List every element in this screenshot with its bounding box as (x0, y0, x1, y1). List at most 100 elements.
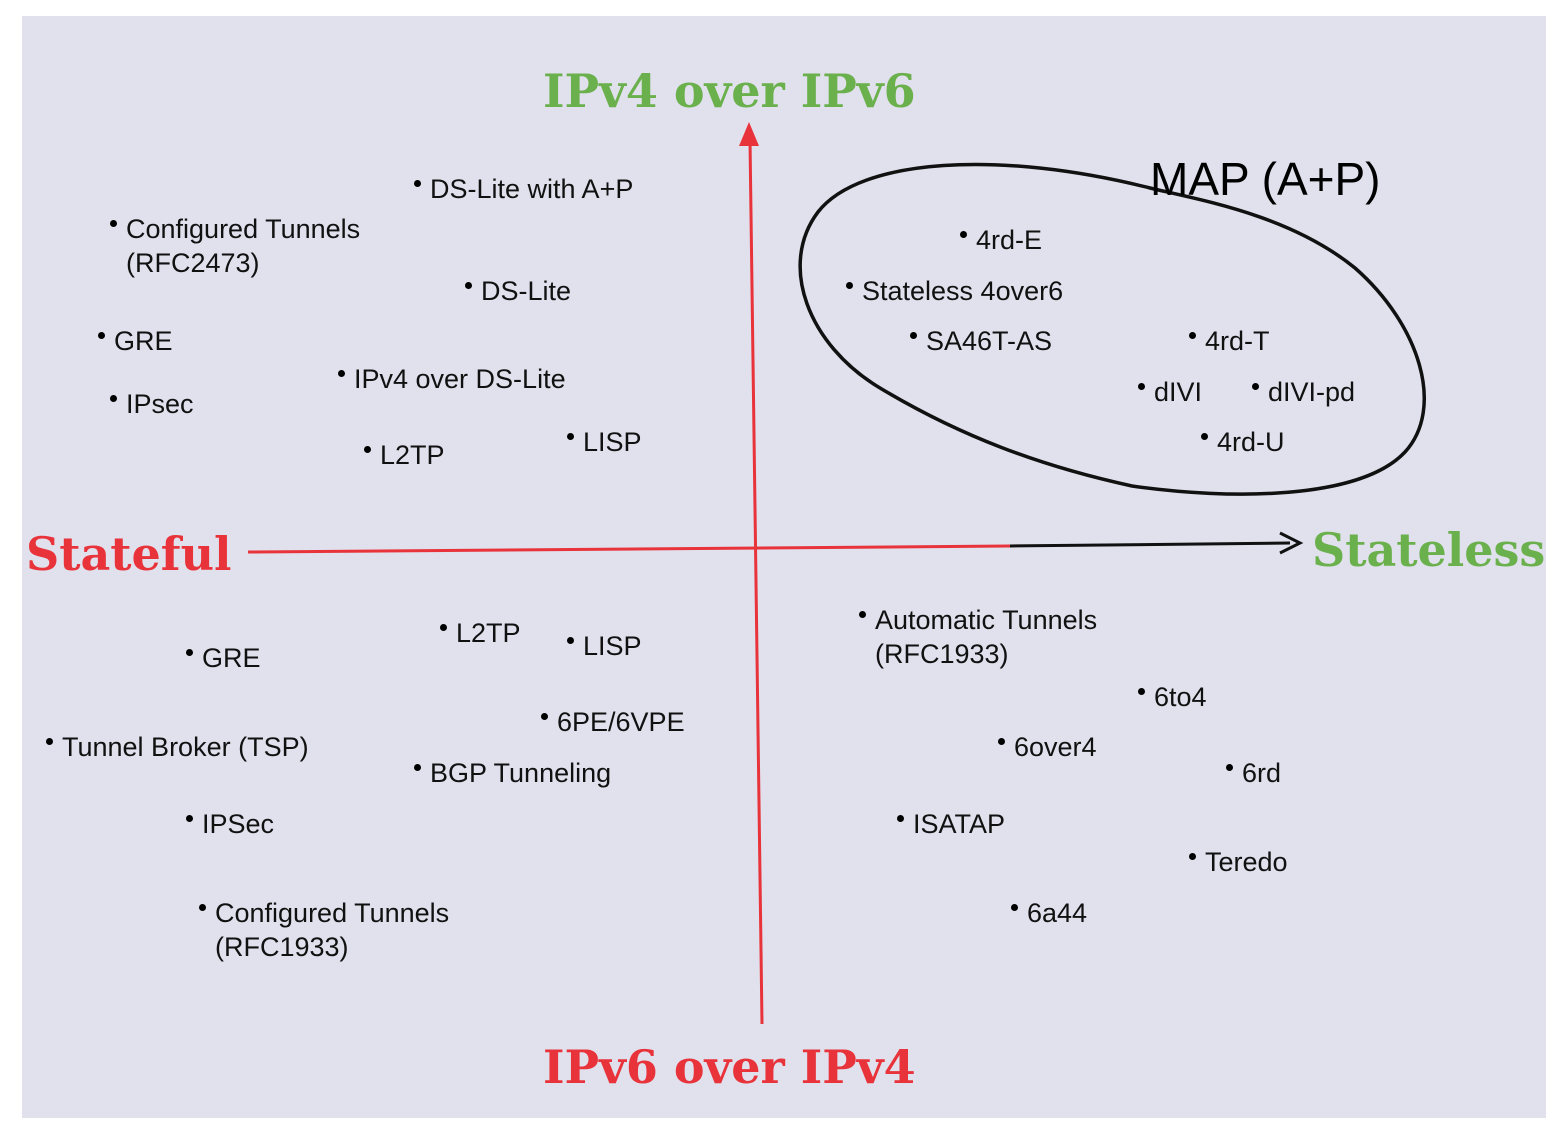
bullet-icon (1189, 853, 1196, 860)
bullet-icon (98, 332, 105, 339)
item-label: Stateless 4over6 (862, 276, 1064, 306)
item-configured-tunnels-rfc1933: Configured Tunnels(RFC1933) (199, 896, 449, 964)
bullet-icon (414, 180, 421, 187)
item-isatap: ISATAP (897, 807, 1005, 841)
bullet-icon (1226, 764, 1233, 771)
item-automatic-tunnels-rfc1933: Automatic Tunnels(RFC1933) (859, 603, 1097, 671)
item-label: 6rd (1242, 758, 1282, 788)
bullet-icon (110, 220, 117, 227)
item-tunnel-broker-tsp: Tunnel Broker (TSP) (46, 730, 309, 764)
axis-label-right: Stateless (1312, 523, 1546, 577)
bullet-icon (897, 815, 904, 822)
bullet-icon (1189, 332, 1196, 339)
item-label: Configured Tunnels(RFC2473) (126, 214, 361, 278)
item-l2tp: L2TP (364, 438, 445, 472)
item-label: IPSec (202, 809, 275, 839)
item-gre-bottom: GRE (186, 641, 261, 675)
item-4rd-u: 4rd-U (1201, 425, 1285, 459)
bullet-icon (440, 624, 447, 631)
axis-label-bottom: IPv6 over IPv4 (543, 1040, 916, 1094)
item-label: Configured Tunnels(RFC1933) (215, 898, 450, 962)
bullet-icon (846, 282, 853, 289)
bullet-icon (910, 332, 917, 339)
item-label: LISP (583, 631, 642, 661)
item-4rd-e: 4rd-E (960, 223, 1042, 257)
item-6to4: 6to4 (1138, 680, 1207, 714)
bullet-icon (199, 904, 206, 911)
item-label: BGP Tunneling (430, 758, 612, 788)
item-label: LISP (583, 427, 642, 457)
bullet-icon (186, 815, 193, 822)
bullet-icon (1138, 383, 1145, 390)
item-label: L2TP (380, 440, 445, 470)
item-label: DS-Lite with A+P (430, 174, 634, 204)
item-label: 6PE/6VPE (557, 707, 685, 737)
item-label: SA46T-AS (926, 326, 1053, 356)
item-6over4: 6over4 (998, 730, 1097, 764)
item-label: 6over4 (1014, 732, 1097, 762)
item-bgp-tunneling: BGP Tunneling (414, 756, 611, 790)
bullet-icon (1201, 433, 1208, 440)
vertical-arrowhead (739, 122, 759, 146)
map-group-title: MAP (A+P) (1150, 153, 1381, 205)
axis-label-top: IPv4 over IPv6 (543, 64, 916, 118)
item-label: dIVI-pd (1268, 377, 1356, 407)
item-label: DS-Lite (481, 276, 572, 306)
item-divi-pd: dIVI-pd (1252, 375, 1355, 409)
bullet-icon (541, 713, 548, 720)
item-label: IPv4 over DS-Lite (354, 364, 566, 394)
item-label: Teredo (1205, 847, 1288, 877)
item-configured-tunnels-rfc2473: Configured Tunnels(RFC2473) (110, 212, 360, 280)
bullet-icon (465, 282, 472, 289)
bullet-icon (364, 446, 371, 453)
bullet-icon (414, 764, 421, 771)
item-l2tp-bottom: L2TP (440, 616, 521, 650)
item-label: L2TP (456, 618, 521, 648)
item-label: 4rd-T (1205, 326, 1270, 356)
item-label: 6to4 (1154, 682, 1207, 712)
item-label: 4rd-E (976, 225, 1043, 255)
item-label: ISATAP (913, 809, 1006, 839)
item-label: dIVI (1154, 377, 1203, 407)
item-ipsec-bottom: IPSec (186, 807, 274, 841)
item-label: IPsec (126, 389, 194, 419)
axis-label-left: Stateful (26, 527, 232, 581)
item-ds-lite: DS-Lite (465, 274, 571, 308)
item-sa46t-as: SA46T-AS (910, 324, 1052, 358)
item-lisp: LISP (567, 425, 642, 459)
item-label: GRE (202, 643, 261, 673)
vertical-axis (748, 139, 764, 1025)
item-ds-lite-with-ap: DS-Lite with A+P (414, 172, 633, 206)
diagram-background (22, 16, 1546, 1118)
bullet-icon (1138, 688, 1145, 695)
item-6a44: 6a44 (1011, 896, 1087, 930)
item-lisp-bottom: LISP (567, 629, 642, 663)
bullet-icon (1011, 904, 1018, 911)
item-label: 6a44 (1027, 898, 1088, 928)
bullet-icon (110, 395, 117, 402)
horizontal-axis-black (1009, 541, 1291, 548)
bullet-icon (859, 611, 866, 618)
bullet-icon (998, 738, 1005, 745)
item-divi: dIVI (1138, 375, 1202, 409)
bullet-icon (46, 738, 53, 745)
item-stateless-4over6: Stateless 4over6 (846, 274, 1063, 308)
bullet-icon (567, 637, 574, 644)
bullet-icon (1252, 383, 1259, 390)
item-gre: GRE (98, 324, 173, 358)
item-6pe-6vpe: 6PE/6VPE (541, 705, 685, 739)
item-4rd-t: 4rd-T (1189, 324, 1270, 358)
item-ipsec: IPsec (110, 387, 194, 421)
item-6rd: 6rd (1226, 756, 1281, 790)
horizontal-axis-red (247, 544, 1011, 554)
horizontal-arrowhead (1279, 531, 1304, 555)
bullet-icon (338, 370, 345, 377)
item-ipv4-over-ds-lite: IPv4 over DS-Lite (338, 362, 566, 396)
item-label: Tunnel Broker (TSP) (62, 732, 309, 762)
item-label: Automatic Tunnels(RFC1933) (875, 605, 1098, 669)
bullet-icon (186, 649, 193, 656)
item-label: 4rd-U (1217, 427, 1285, 457)
bullet-icon (567, 433, 574, 440)
item-label: GRE (114, 326, 173, 356)
